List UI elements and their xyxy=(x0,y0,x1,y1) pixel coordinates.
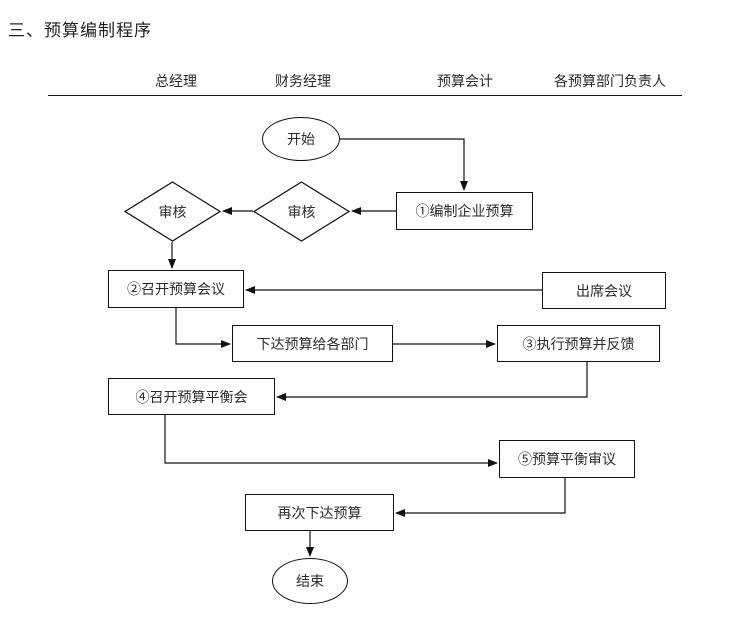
node-label: ⑤预算平衡审议 xyxy=(518,453,616,468)
diamond-shape xyxy=(124,181,221,242)
node-label: ③执行预算并反馈 xyxy=(522,337,635,353)
node-task2[interactable]: ②召开预算会议 xyxy=(108,270,244,308)
node-label: ①编制企业预算 xyxy=(415,205,514,220)
node-end[interactable]: 结束 xyxy=(272,558,348,604)
node-task1[interactable]: ①编制企业预算 xyxy=(396,192,533,230)
node-label: ④召开预算平衡会 xyxy=(135,390,248,406)
node-label: 再次下达预算 xyxy=(277,506,362,522)
node-label: ②召开预算会议 xyxy=(127,283,225,298)
node-start[interactable]: 开始 xyxy=(262,117,340,161)
node-review1[interactable]: 审核 xyxy=(124,181,221,242)
column-header-3: 各预算部门负责人 xyxy=(554,75,666,90)
column-header-0: 总经理 xyxy=(155,75,197,90)
column-header-2: 预算会计 xyxy=(437,75,493,90)
node-label: 结束 xyxy=(296,575,324,590)
node-label: 出席会议 xyxy=(576,284,632,300)
node-task5[interactable]: ⑤预算平衡审议 xyxy=(499,440,635,478)
node-task4[interactable]: ④召开预算平衡会 xyxy=(108,378,275,415)
connector-task3-to-task4 xyxy=(276,362,588,401)
node-review2[interactable]: 审核 xyxy=(253,181,350,242)
connector-task2-to-issue xyxy=(175,308,231,348)
node-label: 下达预算给各部门 xyxy=(256,337,369,353)
connector-task5-to-reissue xyxy=(395,478,566,517)
node-task3[interactable]: ③执行预算并反馈 xyxy=(497,325,660,362)
page-title: 三、预算编制程序 xyxy=(8,21,152,40)
node-attend[interactable]: 出席会议 xyxy=(542,272,666,309)
node-label: 审核 xyxy=(287,205,316,221)
diamond-shape xyxy=(253,181,350,242)
connector-start-to-task1 xyxy=(340,138,468,191)
node-reissue[interactable]: 再次下达预算 xyxy=(245,494,394,531)
header-divider xyxy=(48,95,682,96)
node-label: 审核 xyxy=(158,205,187,221)
node-issue[interactable]: 下达预算给各部门 xyxy=(232,325,393,362)
node-label: 开始 xyxy=(287,133,315,148)
connector-task4-to-task5 xyxy=(164,415,498,467)
column-header-1: 财务经理 xyxy=(275,75,331,90)
